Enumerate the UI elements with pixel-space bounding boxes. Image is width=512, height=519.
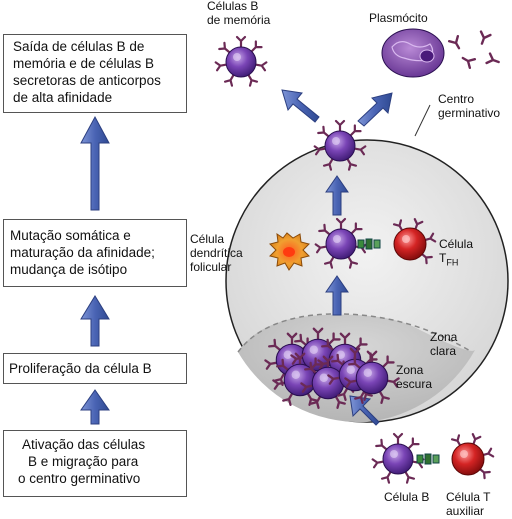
step-mutation-line-2: maturação da afinidade; bbox=[10, 245, 155, 260]
memory-b-label: Células B de memória bbox=[207, 0, 270, 27]
b-t-synapse bbox=[416, 453, 440, 465]
tfh-synapse bbox=[357, 238, 381, 250]
step-box-output: Saída de células B de memória e de célul… bbox=[3, 34, 187, 113]
step-output-line-1: Saída de células B de bbox=[13, 39, 145, 54]
arrow-to-plasma-cell bbox=[357, 92, 393, 127]
germinal-center-leader bbox=[414, 104, 431, 137]
flow-arrow-3 bbox=[80, 389, 110, 425]
b-cell-label-text: Célula B bbox=[384, 490, 430, 504]
step-activation-line-1: Ativação das células bbox=[22, 437, 146, 452]
step-output-line-4: de alta afinidade bbox=[13, 90, 113, 105]
memory-b-cell bbox=[216, 37, 267, 86]
tfh-label: Célula TFH bbox=[439, 237, 473, 269]
germinal-center-label-line-1: Centro bbox=[438, 92, 475, 106]
helper-t-label-line-1: Célula T bbox=[446, 490, 491, 504]
flow-arrow-1 bbox=[80, 115, 110, 211]
step-proliferation-line-1: Proliferação da célula B bbox=[9, 361, 152, 376]
light-zone-label-line-1: Zona bbox=[430, 330, 458, 344]
follicular-dendritic-cell bbox=[269, 232, 310, 271]
memory-b-label-line-2: de memória bbox=[207, 13, 271, 27]
plasma-cell bbox=[381, 28, 445, 78]
dark-zone-label: Zona escura bbox=[396, 363, 432, 391]
arrow-to-memory-b bbox=[281, 89, 320, 123]
step-box-mutation: Mutação somática e maturação da afinidad… bbox=[3, 219, 187, 287]
flow-arrows bbox=[80, 115, 110, 425]
germinal-center-label: Centro germinativo bbox=[438, 92, 500, 120]
light-zone-label: Zona clara bbox=[430, 330, 457, 358]
fdc-label-line-1: Célula bbox=[190, 232, 225, 246]
fdc-label-line-3: folicular bbox=[190, 260, 232, 274]
tfh-label-main: T bbox=[439, 251, 447, 265]
plasma-cell-label-text: Plasmócito bbox=[369, 11, 428, 25]
step-output-line-2: memória e de células B bbox=[13, 56, 155, 71]
germinal-center-label-line-2: germinativo bbox=[438, 106, 501, 120]
step-mutation-line-3: mudança de isótipo bbox=[10, 262, 128, 277]
b-cell-label: Célula B bbox=[384, 490, 429, 504]
plasma-cell-label: Plasmócito bbox=[369, 11, 428, 25]
arrow-dark-to-light bbox=[325, 275, 349, 316]
arrow-light-to-exit bbox=[325, 175, 349, 216]
memory-b-label-line-1: Células B bbox=[207, 0, 259, 13]
step-box-proliferation: Proliferação da célula B bbox=[3, 353, 187, 384]
step-output-line-3: secretoras de anticorpos bbox=[13, 73, 161, 88]
light-zone-label-line-2: clara bbox=[430, 344, 457, 358]
fdc-label: Célula dendrítica folicular bbox=[190, 232, 243, 274]
step-mutation-line-1: Mutação somática e bbox=[10, 228, 131, 243]
helper-t-label: Célula T auxiliar bbox=[446, 490, 490, 518]
flow-arrow-2 bbox=[80, 295, 110, 347]
dark-zone-label-line-2: escura bbox=[396, 377, 433, 391]
tfh-label-line-1: Célula bbox=[439, 237, 474, 251]
diagram-arrows bbox=[281, 89, 393, 426]
helper-t-label-line-2: auxiliar bbox=[446, 504, 485, 518]
helper-t-cell bbox=[452, 434, 493, 478]
naive-b-cell bbox=[373, 434, 424, 483]
fdc-label-line-2: dendrítica bbox=[190, 246, 243, 260]
step-activation-line-2: B e migração para bbox=[28, 454, 139, 469]
step-box-activation: Ativação das células B e migração para o… bbox=[3, 430, 187, 497]
tfh-label-sub: FH bbox=[446, 257, 459, 268]
secreted-antibodies bbox=[447, 30, 502, 70]
step-activation-line-3: o centro germinativo bbox=[18, 471, 141, 486]
dark-zone-label-line-1: Zona bbox=[396, 363, 424, 377]
